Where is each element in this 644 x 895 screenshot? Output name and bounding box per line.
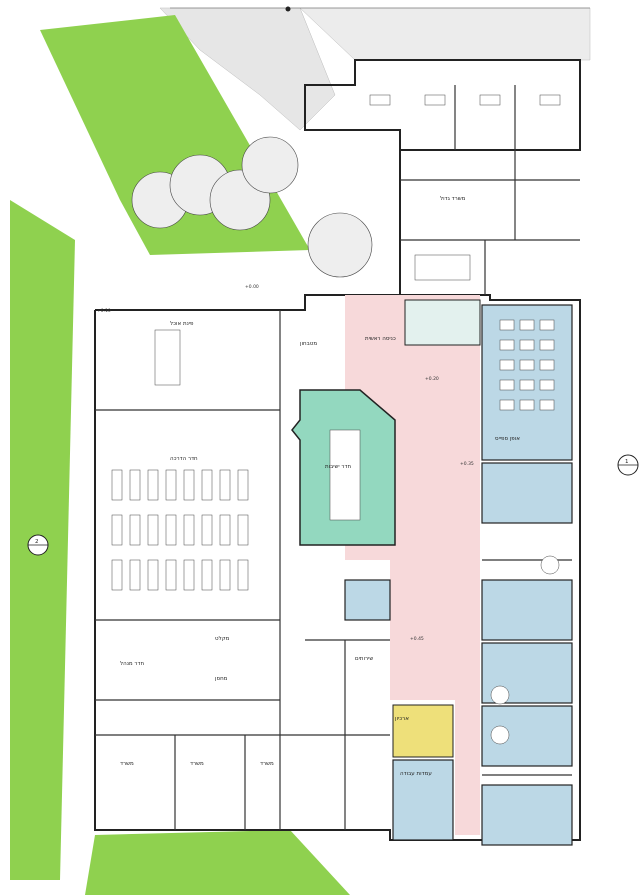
label-office-1: משרד	[120, 761, 134, 767]
interior-walls	[95, 85, 580, 830]
svg-text:1: 1	[625, 459, 629, 465]
label-dining: פינת אוכל	[170, 320, 194, 327]
level-marker: +0.35	[460, 461, 474, 467]
label-meeting: חדר ישיבות	[325, 464, 352, 470]
label-office-3: משרד	[260, 761, 274, 767]
conference-table	[414, 254, 471, 281]
level-marker: +0.20	[425, 376, 439, 382]
level-marker: +0.45	[410, 636, 424, 642]
label-shelter: מקלט	[215, 635, 230, 642]
label-toilets: שירותים	[355, 656, 373, 662]
round-tables	[490, 555, 560, 745]
label-workspace: עמדות עבודה	[400, 771, 432, 777]
label-archive: ארכיון	[395, 716, 409, 722]
storage-room	[392, 704, 454, 758]
svg-text:2: 2	[35, 539, 39, 545]
label-kitchen: מטבחון	[300, 341, 317, 347]
section-marker-right: 1	[617, 454, 639, 476]
north-marker	[285, 6, 291, 12]
label-reception: כניסה ראשית	[365, 336, 396, 342]
section-marker-left: 2	[27, 534, 49, 556]
label-manager: חדר מנהל	[120, 660, 145, 667]
level-marker: +0.00	[245, 284, 259, 290]
trees	[131, 136, 373, 278]
parking-area	[299, 7, 591, 61]
level-marker: +0.10	[97, 308, 111, 314]
label-office-large: משרד גדול	[440, 195, 466, 202]
label-open-space: אופן ספייס	[495, 436, 520, 442]
label-storage: מחסן	[215, 676, 228, 682]
training-desks	[111, 469, 249, 591]
dining-table	[154, 329, 181, 386]
workstations	[369, 94, 561, 411]
label-training: חדר הדרכה	[170, 456, 198, 462]
label-office-2: משרד	[190, 761, 204, 767]
bathroom	[404, 299, 481, 346]
garden-bottom	[85, 830, 350, 895]
meeting-table	[329, 429, 361, 521]
